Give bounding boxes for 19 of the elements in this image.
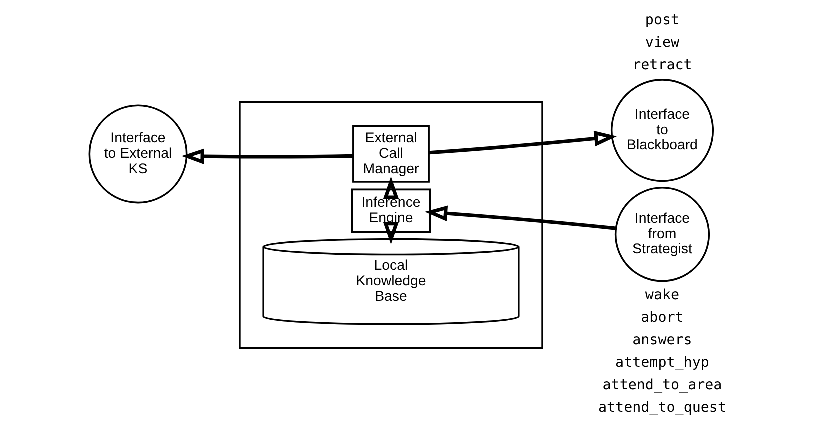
label: wake bbox=[644, 288, 680, 304]
cluster bbox=[238, 101, 543, 349]
arrow bbox=[428, 130, 617, 155]
node-box: External Call Manager bbox=[352, 126, 430, 183]
arrow bbox=[181, 148, 353, 164]
label: view bbox=[644, 34, 680, 51]
label: retract bbox=[632, 57, 692, 74]
arrow bbox=[424, 206, 616, 230]
arrow bbox=[382, 222, 399, 245]
label: attend_to_quest bbox=[598, 400, 726, 416]
label: attempt_hyp bbox=[615, 355, 709, 372]
node-circle: Interface from Strategist bbox=[614, 187, 710, 282]
label: answers bbox=[632, 332, 692, 349]
arrow bbox=[382, 176, 399, 200]
label: post bbox=[644, 12, 680, 28]
label: attend_to_area bbox=[602, 378, 722, 394]
node-circle: Interface to Blackboard bbox=[610, 79, 714, 182]
node-circle: Interface to External KS bbox=[88, 104, 188, 204]
label: abort bbox=[640, 310, 684, 326]
